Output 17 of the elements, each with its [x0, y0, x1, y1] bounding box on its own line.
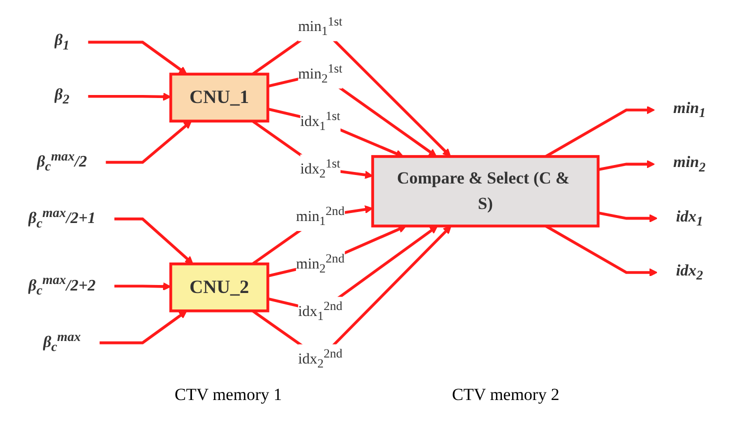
arrow [598, 212, 658, 222]
caption-label: CTV memory 1 [174, 385, 282, 405]
arrow [114, 282, 172, 291]
arrow [114, 218, 194, 264]
node-box: CNU_2 [169, 262, 270, 312]
node-box: Compare & Select (C & S) [371, 155, 600, 228]
node-box: CNU_1 [169, 72, 270, 122]
arrow [106, 120, 192, 164]
node-text: idx$_{1}$ [676, 207, 704, 230]
node-text: idx$_{2}$ [676, 261, 704, 284]
arrow [88, 92, 172, 101]
arrow [598, 160, 655, 171]
caption-label: CTV memory 2 [452, 385, 560, 405]
arrow [88, 40, 188, 74]
node-text: min$_{2}$ [673, 153, 706, 176]
node-text: min$_{1}$ [673, 98, 706, 121]
arrow [100, 310, 188, 344]
